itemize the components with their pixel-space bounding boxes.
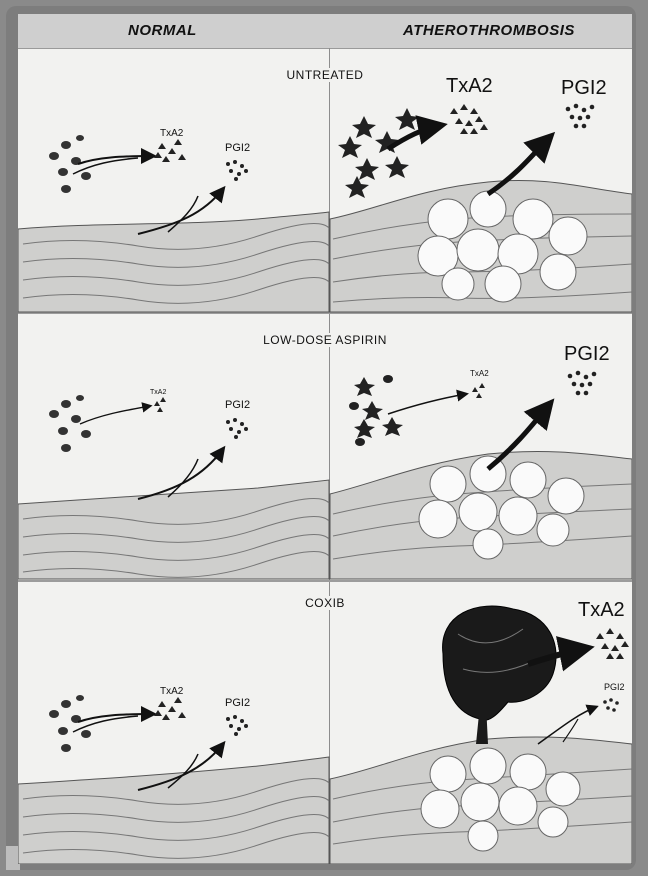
illustration: TxA2 PGI2 [18, 14, 632, 864]
pgi2-cluster-athero-aspirin [568, 371, 597, 396]
platelets-normal-coxib [49, 695, 91, 752]
vessel-wall-normal-aspirin [18, 480, 329, 579]
pgi2-cluster-athero-untreated [566, 104, 595, 129]
txa2-label-athero-untreated: TxA2 [446, 75, 493, 97]
platelets-normal-aspirin [49, 395, 91, 452]
txa2-cluster-athero-aspirin [472, 383, 485, 398]
arrow-txa2-athero-aspirin [388, 394, 466, 414]
txa2-label-normal-untreated: TxA2 [160, 128, 184, 139]
activated-platelets-athero-untreated [338, 108, 419, 198]
txa2-label-athero-aspirin: TxA2 [470, 369, 489, 378]
txa2-cluster-athero-untreated [450, 104, 488, 134]
txa2-cluster-normal-aspirin [154, 397, 166, 412]
txa2-cluster-normal-coxib [154, 697, 186, 720]
arrow-txa2-normal-coxib [78, 714, 153, 722]
platelets-athero-aspirin [349, 375, 403, 446]
figure-panel: NORMAL ATHEROTHROMBOSIS UNTREATED LOW-DO… [18, 14, 632, 864]
txa2-cluster-athero-coxib [596, 628, 629, 659]
pgi2-label-normal-untreated: PGI2 [225, 142, 250, 154]
platelets-normal-untreated [49, 135, 91, 193]
pgi2-label-athero-coxib: PGI2 [604, 682, 625, 692]
pgi2-cluster-normal-aspirin [226, 418, 248, 439]
txa2-cluster-normal-untreated [154, 139, 186, 162]
pgi2-label-athero-aspirin: PGI2 [564, 343, 610, 365]
pgi2-label-normal-coxib: PGI2 [225, 697, 250, 709]
thrombus-athero-coxib [443, 606, 556, 744]
pgi2-cluster-normal-untreated [226, 160, 248, 181]
pgi2-cluster-normal-coxib [226, 715, 248, 736]
vessel-wall-normal-coxib [18, 757, 329, 864]
arrow-txa2-normal-aspirin [80, 406, 150, 424]
pgi2-label-athero-untreated: PGI2 [561, 77, 607, 99]
txa2-label-normal-coxib: TxA2 [160, 686, 184, 697]
txa2-label-normal-aspirin: TxA2 [150, 389, 166, 396]
arrow-txa2-athero-untreated [388, 126, 438, 149]
pgi2-label-normal-aspirin: PGI2 [225, 399, 250, 411]
pgi2-cluster-athero-coxib [603, 698, 619, 712]
arrow-txa2-normal-untreated [78, 156, 153, 164]
txa2-label-athero-coxib: TxA2 [578, 599, 625, 621]
